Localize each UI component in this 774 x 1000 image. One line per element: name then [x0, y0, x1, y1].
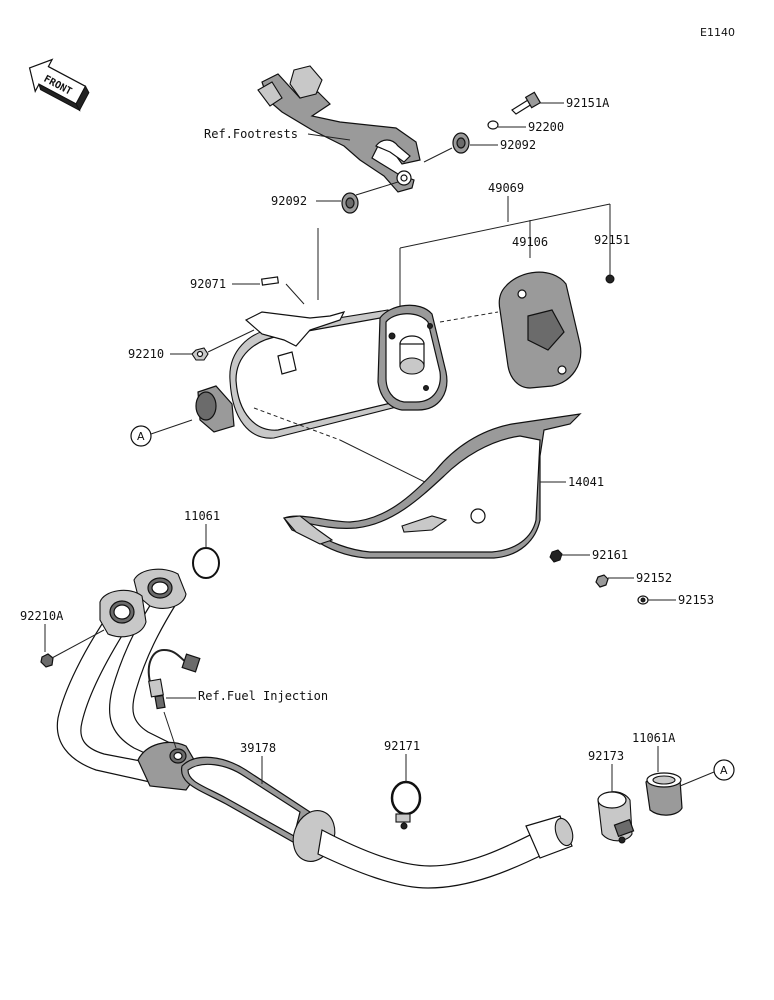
gasket-11061	[192, 547, 220, 579]
clamp-92173	[597, 791, 635, 844]
nut-92152	[595, 574, 609, 588]
part-92171: 92171	[384, 739, 420, 753]
a-marker-upper	[130, 425, 152, 447]
grommet-92092-top	[452, 132, 470, 154]
part-92153: 92153	[678, 593, 714, 607]
part-92161: 92161	[592, 548, 628, 562]
bolt-92151	[605, 274, 615, 284]
part-92092-top: 92092	[500, 138, 536, 152]
footrest-bracket	[257, 65, 421, 193]
part-92152: 92152	[636, 571, 672, 585]
front-arrow-icon: FRONT	[28, 58, 90, 112]
heat-shield-14041	[282, 413, 582, 559]
part-14041: 14041	[568, 475, 604, 489]
screw-92153	[637, 595, 649, 605]
muffler-49069	[195, 304, 448, 439]
a-marker-lower	[713, 759, 735, 781]
part-92071: 92071	[190, 277, 226, 291]
nut-92210	[191, 347, 209, 361]
part-39178: 39178	[240, 741, 276, 755]
a-marker-lower-label: A	[720, 764, 728, 777]
diagram-code: E1140	[700, 26, 735, 39]
washer-92200	[487, 120, 499, 130]
gasket-11061A	[645, 772, 683, 816]
part-92210A: 92210A	[20, 609, 64, 623]
ref-footrests-label: Ref.Footrests	[204, 127, 298, 141]
part-92151: 92151	[594, 233, 630, 247]
oxygen-sensor	[147, 648, 201, 710]
part-92173: 92173	[588, 749, 624, 763]
grommet-92092-left	[341, 192, 359, 214]
clamp-92171	[390, 780, 422, 830]
bolt-92151A	[511, 91, 542, 115]
nut-92161	[549, 549, 563, 563]
part-11061A: 11061A	[632, 731, 676, 745]
cover-49106	[498, 271, 582, 389]
part-11061: 11061	[184, 509, 220, 523]
part-49106: 49106	[512, 235, 548, 249]
flange-front	[99, 589, 147, 638]
part-92151A: 92151A	[566, 96, 610, 110]
a-marker-upper-label: A	[137, 430, 145, 443]
exhaust-pipe-39178	[56, 568, 574, 889]
pin-92071	[260, 276, 280, 286]
part-92092-left: 92092	[271, 194, 307, 208]
part-49069: 49069	[488, 181, 524, 195]
part-92210: 92210	[128, 347, 164, 361]
nut-92210A	[40, 653, 54, 668]
part-92200: 92200	[528, 120, 564, 134]
ref-fuel-injection-label: Ref.Fuel Injection	[198, 689, 328, 703]
flange-rear	[133, 568, 187, 609]
